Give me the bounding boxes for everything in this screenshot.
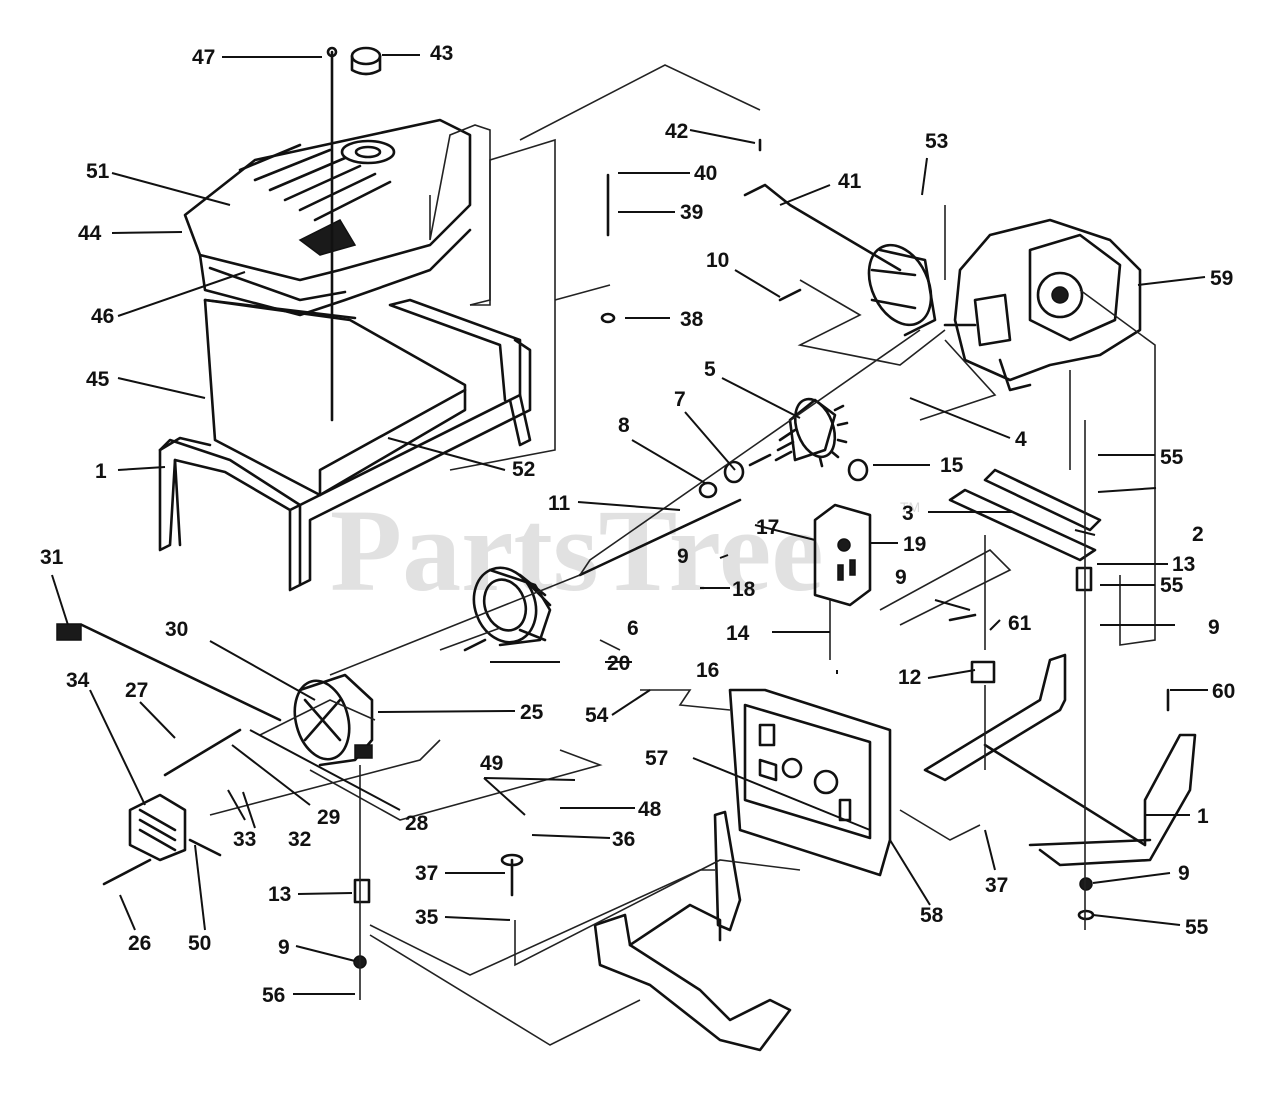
fan-shroud (867, 243, 937, 337)
callout-32: 32 (288, 828, 311, 851)
watermark-text: PartsTree (330, 485, 824, 616)
callout-55-mid: 55 (1160, 574, 1184, 597)
callout-30: 30 (165, 618, 188, 641)
callout-37-left: 37 (415, 862, 438, 885)
watermark-trademark: TM (900, 499, 920, 515)
callout-15: 15 (940, 454, 964, 477)
end-cover (128, 793, 187, 862)
callout-13-left: 13 (268, 883, 291, 906)
callout-11: 11 (548, 492, 571, 515)
callout-19: 19 (903, 533, 926, 556)
callout-56: 56 (262, 984, 285, 1007)
callout-6: 6 (627, 617, 639, 640)
callout-39: 39 (680, 201, 703, 224)
engine-block (943, 218, 1142, 392)
callout-46: 46 (91, 305, 114, 328)
callout-17: 17 (756, 516, 779, 539)
callout-57: 57 (645, 747, 668, 770)
callout-27: 27 (125, 679, 148, 702)
callout-14: 14 (726, 622, 750, 645)
callout-labels: 47 43 51 44 46 45 1 52 42 40 39 38 41 10… (40, 42, 1235, 1007)
callout-36: 36 (612, 828, 635, 851)
mounting-bracket (593, 810, 792, 1052)
fuel-tank (183, 118, 472, 317)
fuel-cap (350, 46, 382, 76)
callout-9-right: 9 (1208, 616, 1220, 639)
callout-33: 33 (233, 828, 256, 851)
callout-52: 52 (512, 458, 535, 481)
callout-49: 49 (480, 752, 503, 775)
leader-lines (51, 54, 1208, 995)
callout-18: 18 (732, 578, 756, 601)
callout-42: 42 (665, 120, 688, 143)
callout-37-right: 37 (985, 874, 1008, 897)
rotor (748, 397, 849, 468)
frame-right (923, 468, 1197, 867)
callout-38: 38 (680, 308, 704, 331)
callout-20: 20 (607, 652, 630, 675)
callout-50: 50 (188, 932, 211, 955)
callout-34: 34 (66, 669, 90, 692)
callout-26: 26 (128, 932, 151, 955)
callout-9-left: 9 (677, 545, 689, 568)
callout-29: 29 (317, 806, 340, 829)
callout-13-right: 13 (1172, 553, 1195, 576)
callout-9-lower-left: 9 (278, 936, 290, 959)
callout-12: 12 (898, 666, 921, 689)
callout-61: 61 (1008, 612, 1032, 635)
bearing-carrier (293, 673, 374, 767)
callout-16: 16 (696, 659, 719, 682)
bolts-and-hardware (56, 46, 1170, 969)
callout-58: 58 (920, 904, 944, 927)
callout-31: 31 (40, 546, 64, 569)
callout-2: 2 (1192, 523, 1204, 546)
callout-9-mid: 9 (895, 566, 907, 589)
callout-25: 25 (520, 701, 544, 724)
callout-1-right: 1 (1197, 805, 1209, 828)
callout-53: 53 (925, 130, 948, 153)
callout-4: 4 (1015, 428, 1027, 451)
callout-55-top: 55 (1160, 446, 1184, 469)
callout-44: 44 (78, 222, 102, 245)
callout-55-bottom: 55 (1185, 916, 1209, 939)
callout-8: 8 (618, 414, 630, 437)
callout-40: 40 (694, 162, 717, 185)
callout-7: 7 (674, 388, 686, 411)
callout-41: 41 (838, 170, 862, 193)
tank-gasket (208, 266, 347, 302)
callout-10: 10 (706, 249, 729, 272)
callout-9-lower-right: 9 (1178, 862, 1190, 885)
callout-51: 51 (86, 160, 110, 183)
outlet-box (813, 503, 872, 607)
frame-left (158, 298, 532, 592)
callout-60: 60 (1212, 680, 1235, 703)
callout-54: 54 (585, 704, 609, 727)
callout-47: 47 (192, 46, 215, 69)
callout-48: 48 (638, 798, 662, 821)
callout-59: 59 (1210, 267, 1233, 290)
callout-35: 35 (415, 906, 439, 929)
callout-28: 28 (405, 812, 429, 835)
tank-mount-plate (203, 298, 467, 497)
callout-43: 43 (430, 42, 453, 65)
callout-3: 3 (902, 502, 914, 525)
callout-45: 45 (86, 368, 110, 391)
callout-1: 1 (95, 460, 107, 483)
callout-5: 5 (704, 358, 716, 381)
